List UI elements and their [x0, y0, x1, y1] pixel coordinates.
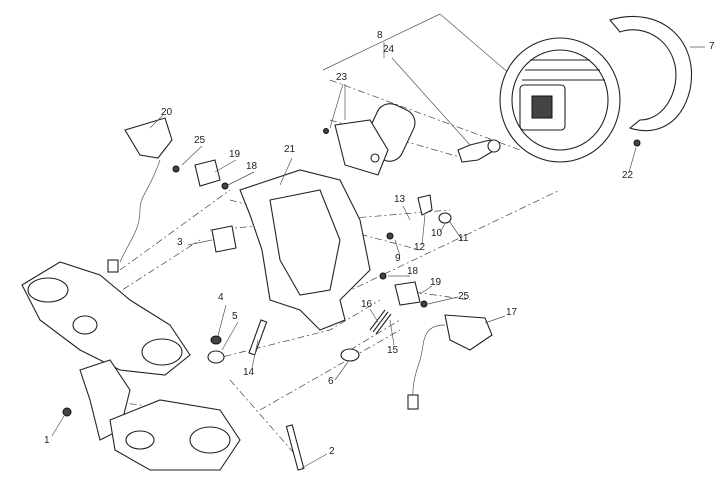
callout-9: 9 — [395, 253, 401, 264]
callout-18b: 18 — [407, 266, 419, 277]
turn-indicator-right — [407, 314, 493, 410]
callout-17: 17 — [506, 307, 518, 318]
rubber-mounts — [194, 159, 452, 364]
headlight-rim — [609, 15, 692, 132]
callout-4: 4 — [218, 292, 224, 303]
small-hardware — [62, 128, 641, 471]
leader-lines — [51, 42, 705, 469]
callout-25: 25 — [194, 135, 206, 146]
callout-18: 18 — [246, 161, 258, 172]
callout-7: 7 — [709, 41, 715, 52]
callout-21: 21 — [284, 144, 296, 155]
headlight-bracket — [239, 169, 371, 331]
callout-2: 2 — [329, 446, 335, 457]
headlight-body — [499, 37, 621, 163]
callout-13: 13 — [394, 194, 406, 205]
callout-25b: 25 — [458, 291, 470, 302]
callout-19b: 19 — [430, 277, 442, 288]
callout-14: 14 — [243, 367, 255, 378]
callout-16: 16 — [361, 299, 373, 310]
callout-5: 5 — [232, 311, 238, 322]
bulb — [457, 139, 501, 163]
callout-22: 22 — [622, 170, 634, 181]
callout-1: 1 — [44, 435, 50, 446]
callout-10: 10 — [431, 228, 443, 239]
callout-24: 24 — [383, 44, 395, 55]
callout-8: 8 — [377, 30, 383, 41]
callout-12: 12 — [414, 242, 426, 253]
callout-19: 19 — [229, 149, 241, 160]
gasket-and-cover — [334, 103, 416, 176]
callout-11: 11 — [458, 233, 469, 244]
callout-3: 3 — [177, 237, 183, 248]
turn-indicator-left — [107, 117, 173, 273]
callout-6: 6 — [328, 376, 334, 387]
triple-clamp — [21, 261, 241, 471]
callout-15: 15 — [387, 345, 399, 356]
callout-20: 20 — [161, 107, 173, 118]
callout-23: 23 — [336, 72, 348, 83]
